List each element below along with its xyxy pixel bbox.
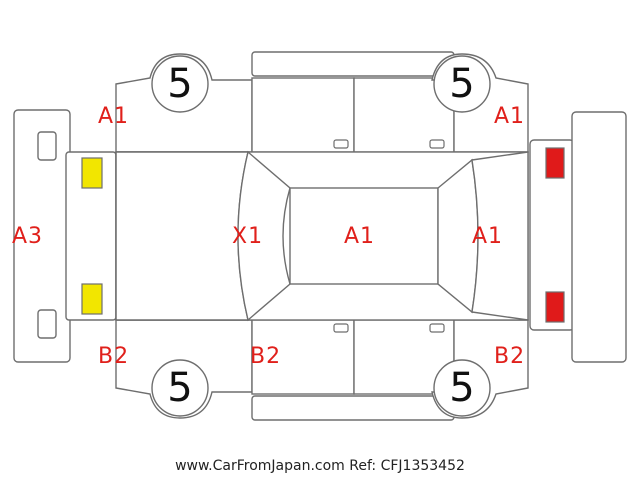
code-hood: X1 (232, 224, 264, 249)
wheel-front-left (151, 55, 209, 113)
code-right-front-door: B2 (250, 344, 282, 369)
code-roof: A1 (344, 224, 376, 249)
wheel-front-left-label: 5 (167, 61, 193, 107)
rear-bumper (529, 111, 627, 363)
wheel-front-right (151, 359, 209, 417)
front-left-lamp (81, 157, 103, 189)
rear-left-lamp (545, 147, 565, 179)
body-top-view (115, 150, 529, 322)
wheel-rear-left-label: 5 (449, 61, 475, 107)
wheel-rear-right (433, 359, 491, 417)
watermark-reference: www.CarFromJapan.com Ref: CFJ1353452 (175, 458, 465, 474)
code-front-left-fender: A1 (98, 104, 130, 129)
wheel-front-right-label: 5 (167, 365, 193, 411)
code-rear-right-fender: B2 (494, 344, 526, 369)
code-front-bumper: A3 (12, 224, 44, 249)
front-lamps (65, 151, 117, 321)
wheel-rear-left (433, 55, 491, 113)
rear-right-lamp (545, 291, 565, 323)
code-rear-glass: A1 (472, 224, 504, 249)
code-rear-left-fender: A1 (494, 104, 526, 129)
code-front-right-fender: B2 (98, 344, 130, 369)
wheel-rear-right-label: 5 (449, 365, 475, 411)
front-right-lamp (81, 283, 103, 315)
